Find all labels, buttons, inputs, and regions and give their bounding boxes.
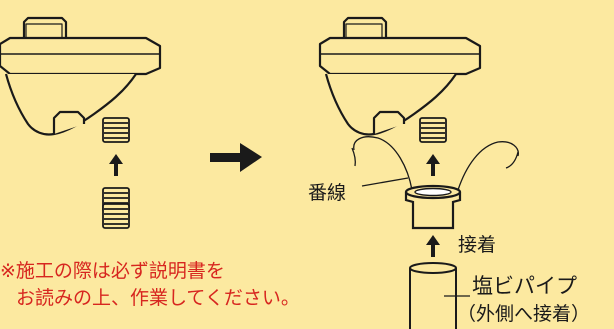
pvc-pipe: [409, 262, 457, 329]
left-spout-thread: [102, 117, 130, 143]
wire-label: 番線: [308, 182, 347, 204]
caution-note-line2: お読みの上、作業してください。: [16, 287, 300, 309]
pipe-name-label: 塩ビパイプ: [472, 274, 577, 298]
left-spout: [0, 16, 162, 136]
socket: [404, 184, 462, 230]
adhesive-label: 接着: [458, 234, 497, 256]
wire-lines: [351, 136, 519, 191]
right-up-arrow: [426, 154, 440, 176]
caution-note-line1: ※施工の際は必ず説明書を: [0, 260, 225, 282]
left-up-arrow: [109, 154, 123, 176]
step-arrow: [210, 143, 262, 172]
right-spout-thread: [419, 117, 447, 143]
right-spout: [318, 16, 482, 136]
pipe-note-label: （外側へ接着）: [457, 303, 591, 325]
loose-connector: [102, 187, 130, 229]
adhesive-up-arrow: [426, 235, 440, 257]
